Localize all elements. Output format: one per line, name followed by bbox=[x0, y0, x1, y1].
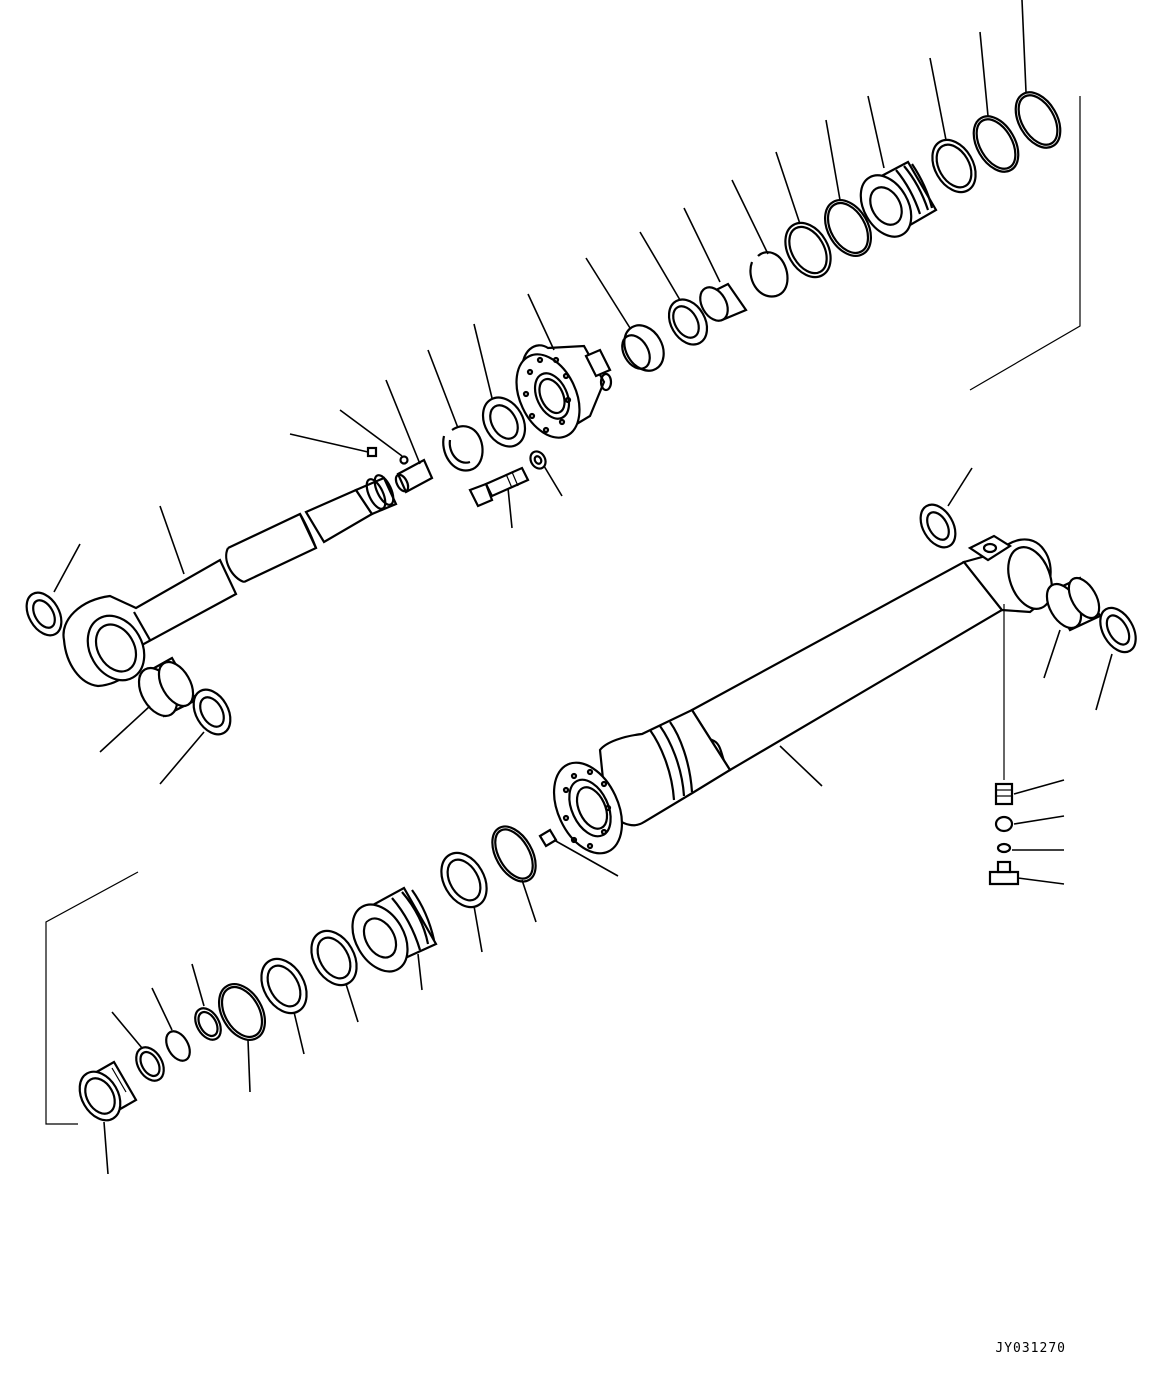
piston-ring-upper-3 bbox=[1014, 91, 1062, 149]
head-bolt bbox=[468, 466, 530, 508]
o-ring-lower-1 bbox=[491, 825, 537, 883]
leader-head-washer bbox=[543, 465, 563, 497]
snap-ring-head bbox=[749, 251, 789, 298]
rod-seal-left bbox=[25, 591, 63, 637]
leader-rod-seal-left bbox=[53, 543, 81, 593]
set-screw-tube bbox=[538, 828, 558, 848]
tube-seal-right bbox=[1099, 606, 1137, 654]
leader-set-screw-upper bbox=[289, 433, 369, 453]
leader-piston-ring-upper-2 bbox=[979, 31, 989, 117]
upper-bracket-line bbox=[969, 96, 1081, 391]
head-washer bbox=[529, 450, 547, 470]
seal-ring-lower bbox=[260, 957, 308, 1015]
piston-nut-collar bbox=[78, 1060, 138, 1122]
leader-plunger bbox=[385, 379, 421, 465]
leader-bushing-ring bbox=[585, 257, 631, 329]
lower-bracket-line bbox=[45, 871, 139, 1125]
wear-ring-lower bbox=[310, 929, 358, 987]
leader-seal-ring-lower bbox=[293, 1011, 305, 1055]
drawing-code: JY031270 bbox=[995, 1341, 1066, 1356]
leader-snap-ring-head bbox=[731, 179, 769, 255]
piston-rod bbox=[62, 474, 398, 688]
leader-fitting-nut bbox=[1013, 815, 1065, 825]
leader-piston-ring-upper-3 bbox=[1021, 0, 1027, 93]
leader-head-seal bbox=[473, 323, 493, 399]
buffer-bushing bbox=[699, 282, 748, 322]
leader-fitting-plug bbox=[1017, 877, 1065, 885]
leader-o-ring-head bbox=[775, 151, 801, 225]
leader-buffer-bushing bbox=[683, 207, 721, 283]
leader-tube-seal-top bbox=[947, 467, 973, 507]
backup-ring-lower bbox=[440, 851, 488, 909]
o-ring-head bbox=[784, 221, 832, 279]
leader-dust-seal bbox=[639, 231, 681, 301]
leader-tube-seal-right bbox=[1095, 653, 1113, 711]
snap-ring-rod bbox=[442, 425, 484, 472]
cylinder-tube bbox=[552, 534, 1053, 855]
leader-rod-seal-right bbox=[159, 731, 205, 785]
leader-cylinder-tube bbox=[779, 745, 823, 787]
small-o-ring-2 bbox=[165, 1030, 191, 1062]
leader-small-backup-ring bbox=[111, 1011, 143, 1049]
dust-seal bbox=[667, 298, 709, 346]
leader-piston-ring-upper-1 bbox=[929, 57, 947, 141]
leader-small-o-ring-1 bbox=[191, 963, 205, 1007]
leader-cylinder-head bbox=[527, 293, 555, 351]
head-seal bbox=[481, 396, 527, 448]
leader-piston-upper bbox=[867, 95, 885, 169]
plunger bbox=[394, 458, 434, 494]
leader-tube-bushing bbox=[1043, 629, 1061, 679]
cylinder-head bbox=[515, 344, 613, 439]
leader-small-o-ring-2 bbox=[151, 987, 173, 1031]
piston-lower bbox=[351, 886, 438, 973]
leader-backup-ring-head bbox=[825, 119, 841, 201]
piston-ring-upper-2 bbox=[972, 115, 1020, 173]
leader-o-ring-lower-1 bbox=[521, 879, 537, 923]
leader-backup-ring-lower bbox=[473, 905, 483, 953]
backup-ring-head bbox=[823, 199, 873, 257]
leader-piston-lower bbox=[417, 953, 423, 991]
ball bbox=[399, 455, 409, 465]
piston-ring-upper-1 bbox=[931, 138, 977, 194]
bushing-ring bbox=[621, 324, 665, 372]
leader-grease-fitting bbox=[1013, 779, 1065, 795]
grease-fitting bbox=[994, 782, 1014, 806]
o-ring-lower-2 bbox=[217, 983, 267, 1041]
leader-ball bbox=[339, 409, 403, 457]
leader-rod-bushing bbox=[99, 705, 151, 753]
fitting-nut bbox=[994, 815, 1014, 833]
leader-piston-rod bbox=[159, 505, 185, 575]
leader-piston-nut-collar bbox=[103, 1121, 109, 1175]
tube-seal-top bbox=[919, 503, 957, 549]
rod-seal-right bbox=[192, 688, 232, 736]
leader-o-ring-lower-2 bbox=[247, 1039, 251, 1093]
leader-snap-ring-rod bbox=[427, 349, 459, 429]
small-backup-ring bbox=[135, 1046, 165, 1082]
leader-wear-ring-lower bbox=[345, 983, 359, 1023]
small-o-ring-1 bbox=[194, 1007, 222, 1041]
fitting-o-ring bbox=[996, 842, 1012, 854]
leader-set-screw-tube bbox=[553, 839, 619, 877]
fitting-plug bbox=[988, 860, 1020, 886]
set-screw-upper bbox=[366, 446, 378, 458]
piston-upper bbox=[859, 160, 938, 238]
tube-bushing bbox=[1045, 576, 1102, 632]
leader-head-bolt bbox=[507, 487, 513, 529]
